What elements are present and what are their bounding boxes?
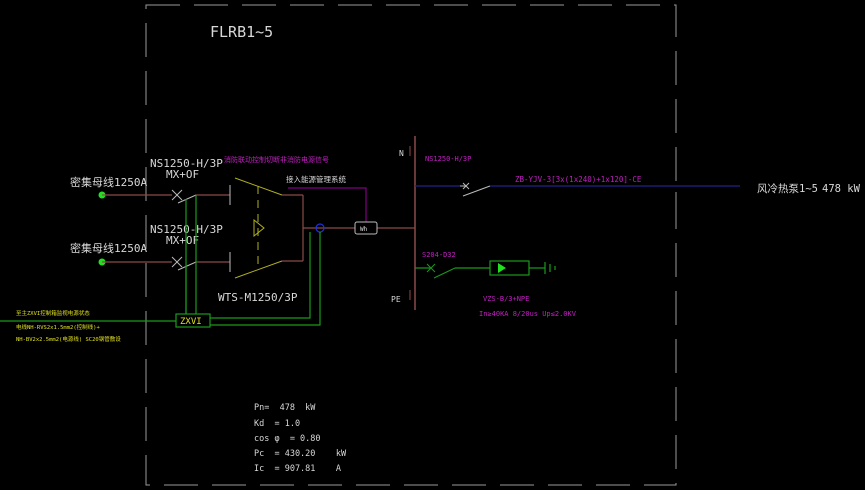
load-power: 478 kW <box>822 183 861 195</box>
breaker-contact-2[interactable] <box>177 261 197 271</box>
load-name: 风冷热泵1~5 <box>757 182 818 195</box>
incoming-1-breaker: NS1250-H/3P <box>150 157 223 170</box>
control-wiring <box>0 195 321 326</box>
ats-switch[interactable] <box>234 177 283 279</box>
calc-cos: cos φ = 0.80 <box>254 434 321 444</box>
energy-meter[interactable]: Wh <box>354 221 378 235</box>
control-module-label: ZXVI <box>180 317 202 327</box>
spd-breaker-contact[interactable] <box>433 267 456 279</box>
spd-breaker-label: S204-D32 <box>422 251 456 259</box>
incoming-feeder-1: 密集母线1250A NS1250-H/3P MX+OF <box>70 157 230 204</box>
spd-model: VZS-B/3+NPE <box>483 295 529 303</box>
incoming-2-accessory: MX+OF <box>166 234 199 247</box>
calc-kd: Kd = 1.0 <box>254 419 300 429</box>
incoming-1-label: 密集母线1250A <box>70 175 147 189</box>
outgoing-feeder <box>415 170 740 205</box>
ats-label: WTS-M1250/3P <box>218 291 298 304</box>
outgoing-breaker-contact[interactable] <box>462 185 491 197</box>
spd-spec: In≥40KA 8/20us Up≤2.0KV <box>479 310 577 318</box>
breaker-contact-1[interactable] <box>177 194 197 204</box>
pe-label: PE <box>391 295 401 304</box>
spd-arrow-icon <box>498 263 506 273</box>
incoming-feeder-2: 密集母线1250A NS1250-H/3P MX+OF <box>70 223 230 271</box>
calc-pn: Pn= 478 kW <box>254 403 316 413</box>
calc-pc: Pc = 430.20 kW <box>254 449 347 459</box>
ems-note: 接入能源管理系统 <box>286 174 346 184</box>
incoming-2-breaker: NS1250-H/3P <box>150 223 223 236</box>
spd-device[interactable] <box>489 260 530 276</box>
meter-label: Wh <box>360 226 368 233</box>
calc-ic: Ic = 907.81 A <box>254 464 341 474</box>
incoming-1-accessory: MX+OF <box>166 168 199 181</box>
control-module-zxvi[interactable]: ZXVI <box>175 313 211 328</box>
outgoing-breaker-label: NS1250-H/3P <box>425 155 471 163</box>
incoming-2-label: 密集母线1250A <box>70 241 147 255</box>
control-note-3: NH-BV2x2.5mm2(电源线) SC20钢管敷设 <box>16 335 121 343</box>
control-note-2: 电线NH-RVS2x1.5mm2(控制线)+ <box>16 323 100 331</box>
n-label: N <box>399 149 404 158</box>
panel-title: FLRB1~5 <box>210 23 273 41</box>
panel-frame <box>145 4 677 486</box>
outgoing-cable-label: ZB-YJV-3[3x(1x240)+1x120]-CE <box>515 175 642 184</box>
control-note-1: 至主ZXVI控制箱监视电源状态 <box>16 309 90 317</box>
fire-signal-note: 消防联动控制切断非消防电源信号 <box>224 155 329 164</box>
spd-branch <box>415 260 556 279</box>
load-calculation: Pn= 478 kW Kd = 1.0 cos φ = 0.80 Pc = 43… <box>254 403 347 474</box>
